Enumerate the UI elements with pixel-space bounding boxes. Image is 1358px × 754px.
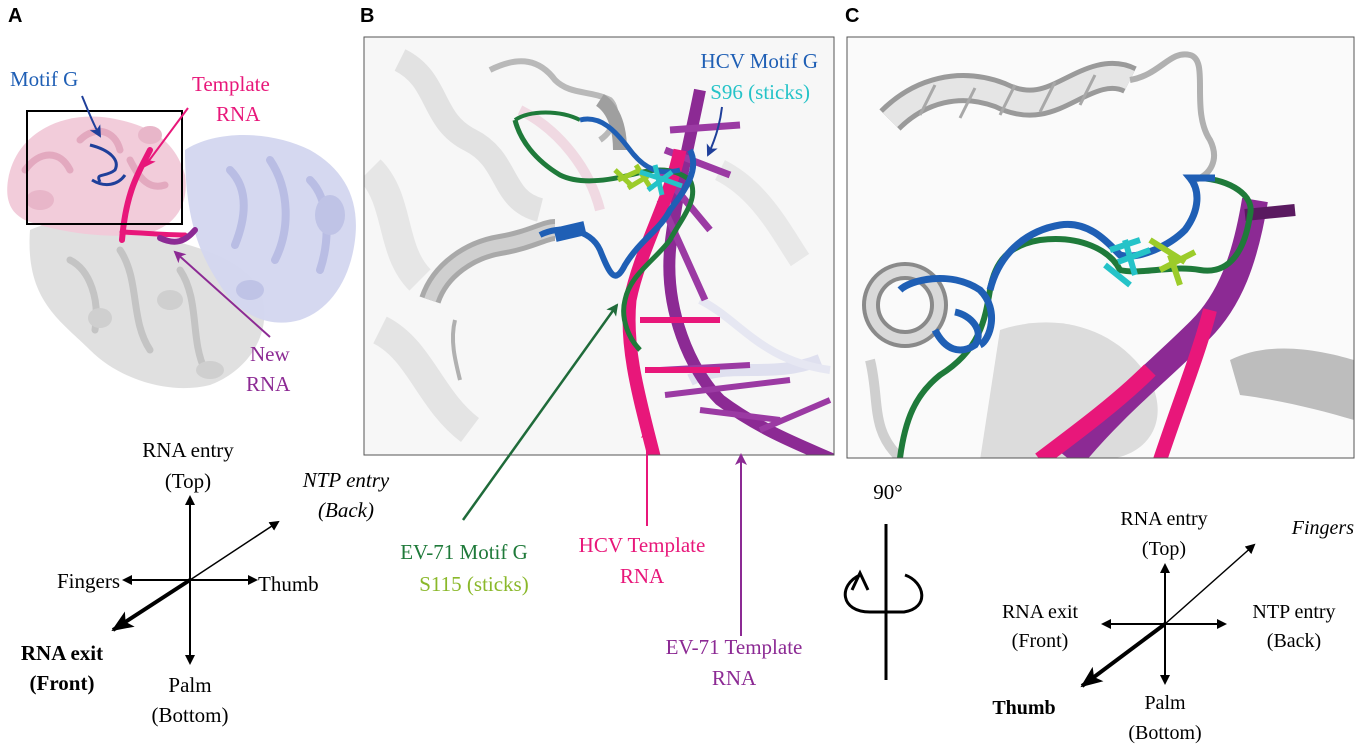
panel-b-hcv-motif-g-arrow: [706, 106, 723, 157]
compass-a-front-1: RNA exit: [21, 641, 103, 665]
panel-a-motif-g-arrow: [81, 95, 101, 138]
panel-b-hcv-template-label-2: RNA: [620, 564, 665, 588]
panel-a-new-label-1: New: [250, 342, 290, 366]
compass-c-front: Thumb: [992, 697, 1055, 719]
panel-b-s115-label: S115 (sticks): [419, 572, 528, 596]
compass-c-diag: Fingers: [1291, 517, 1354, 539]
panel-b-hcv-motif-g-label: HCV Motif G: [701, 49, 818, 73]
panel-a-template-label-2: RNA: [216, 102, 261, 126]
panel-b-frame: [363, 36, 835, 456]
compass-a-bottom-1: Palm: [168, 673, 211, 697]
panel-b-ev71-motif-g-arrow: [461, 303, 619, 521]
panel-a-motif-g-label: Motif G: [10, 67, 78, 91]
compass-c-left-1: RNA exit: [1002, 601, 1079, 623]
panel-c-letter: C: [845, 5, 859, 27]
compass-a: [111, 495, 280, 665]
compass-c-bottom-2: (Bottom): [1128, 722, 1201, 744]
panel-a-inset-box: [26, 110, 183, 225]
compass-a-front-2: (Front): [30, 671, 95, 695]
compass-a-top-2: (Top): [165, 469, 211, 493]
panel-a-template-label-1: Template: [192, 72, 270, 96]
panel-a-new-arrow: [173, 250, 271, 338]
panel-b-ev71-motif-g-label: EV-71 Motif G: [400, 540, 528, 564]
compass-a-bottom-2: (Bottom): [152, 703, 229, 727]
panel-b-letter: B: [360, 5, 374, 27]
panel-c-structure: [847, 37, 1354, 458]
panel-c-frame: [846, 36, 1355, 459]
compass-c: [1080, 543, 1256, 688]
panel-b-ev71-template-label-2: RNA: [712, 666, 757, 690]
rotation-icon: [843, 524, 924, 680]
panel-b-s96-label: S96 (sticks): [710, 80, 810, 104]
panel-a-protein-structure: [7, 116, 356, 389]
rotation-label: 90°: [873, 480, 902, 504]
panel-a-letter: A: [8, 5, 22, 27]
compass-a-right: Thumb: [258, 572, 319, 596]
panel-b-structure: [364, 37, 834, 455]
compass-a-diag-2: (Back): [318, 498, 374, 522]
compass-c-left-2: (Front): [1012, 630, 1069, 652]
panel-a-new-label-2: RNA: [246, 372, 291, 396]
panel-b-hcv-template-label-1: HCV Template: [579, 533, 706, 557]
panel-b-ev71-template-label-1: EV-71 Template: [666, 635, 803, 659]
compass-a-left: Fingers: [57, 569, 120, 593]
compass-c-top-1: RNA entry: [1120, 508, 1207, 530]
compass-c-right-1: NTP entry: [1252, 601, 1335, 623]
compass-c-right-2: (Back): [1267, 630, 1321, 652]
compass-c-top-2: (Top): [1142, 538, 1186, 560]
compass-c-bottom-1: Palm: [1144, 692, 1186, 714]
panel-a-template-arrow: [143, 107, 189, 168]
compass-a-diag-1: NTP entry: [302, 468, 390, 492]
compass-a-top-1: RNA entry: [142, 438, 234, 462]
